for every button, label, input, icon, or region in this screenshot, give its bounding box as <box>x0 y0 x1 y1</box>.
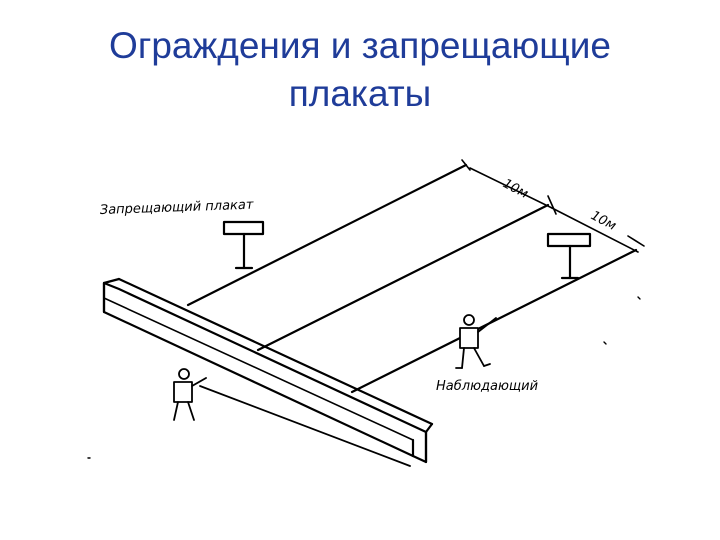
observer-label: Наблюдающий <box>436 379 538 394</box>
dimension-label-1: 10м <box>500 176 530 202</box>
slide-title: Ограждения и запрещающие плакаты <box>0 22 720 118</box>
dimension-label-2: 10м <box>588 208 618 234</box>
prohibiting-sign-left <box>222 220 265 270</box>
fence-barrier <box>102 277 434 464</box>
observer-figure <box>455 314 497 369</box>
scan-marks <box>87 296 641 459</box>
prohibiting-sign-right <box>546 232 592 280</box>
zone-boundary-lines <box>186 163 638 467</box>
prohibiting-sign-label: Запрещающий плакат <box>100 198 255 218</box>
slide-title-line-2: плакаты <box>288 73 432 114</box>
dimension-lines <box>461 159 645 253</box>
worker-figure <box>173 368 207 421</box>
slide-title-line-1: Ограждения и запрещающие <box>109 25 611 66</box>
